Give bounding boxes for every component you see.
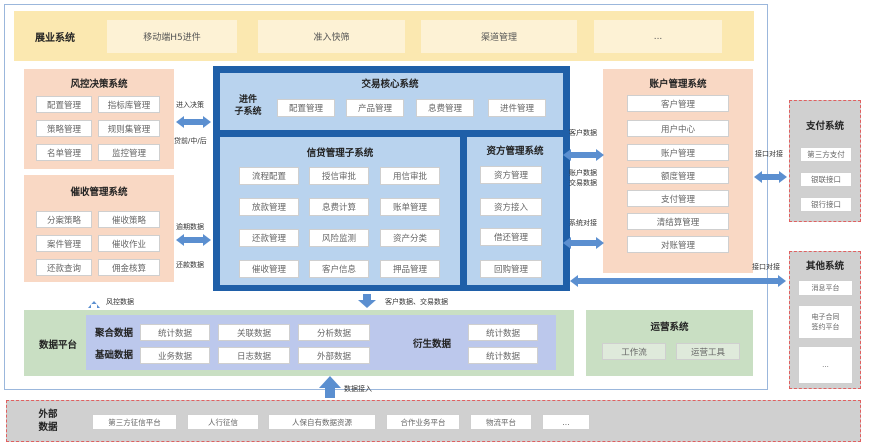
credit-item: 流程配置 <box>239 167 299 185</box>
collection-item: 催收策略 <box>98 211 160 228</box>
external-item: 物流平台 <box>470 414 532 430</box>
data-item: 关联数据 <box>218 324 290 341</box>
account-system-title: 账户管理系统 <box>649 79 707 90</box>
label-before-mid-after: 贷前/中/后 <box>174 137 207 145</box>
business-system-title: 展业系统 <box>35 32 75 44</box>
label-interface-connect-other: 接口对接 <box>752 263 780 271</box>
risk-item: 指标库管理 <box>98 96 160 113</box>
ops-system-title: 运营系统 <box>650 322 689 333</box>
other-item: ... <box>798 346 853 384</box>
label-data-access: 数据接入 <box>344 385 372 393</box>
external-item: 合作业务平台 <box>386 414 460 430</box>
payment-item: 第三方支付 <box>800 147 852 162</box>
label-customer-trade-data: 客户数据、交易数据 <box>385 298 448 306</box>
fund-item: 借还管理 <box>480 228 542 246</box>
credit-item: 放款管理 <box>239 198 299 216</box>
external-item: 人保自有数据资源 <box>268 414 376 430</box>
risk-item: 策略管理 <box>36 120 92 137</box>
label-customer-data: 客户数据 <box>569 129 597 137</box>
payment-item: 银行接口 <box>800 197 852 212</box>
collection-item: 案件管理 <box>36 235 92 252</box>
business-item: 移动端H5进件 <box>107 20 237 53</box>
label-entry-decision: 进入决策 <box>176 101 204 109</box>
data-item: 外部数据 <box>298 347 370 364</box>
business-item: ... <box>594 20 722 53</box>
credit-item: 息费计算 <box>309 198 369 216</box>
fund-item: 资方管理 <box>480 166 542 184</box>
credit-item: 用信审批 <box>380 167 440 185</box>
account-item: 对账管理 <box>627 236 729 253</box>
collection-item: 还款查询 <box>36 259 92 276</box>
business-item: 准入快筛 <box>258 20 405 53</box>
derived-item: 统计数据 <box>468 324 538 341</box>
credit-item: 授信审批 <box>309 167 369 185</box>
derived-item: 统计数据 <box>468 347 538 364</box>
credit-item: 风险监测 <box>309 229 369 247</box>
ops-item: 运营工具 <box>676 343 740 360</box>
label-system-connect: 系统对接 <box>569 219 597 227</box>
label-interface-connect-payment: 接口对接 <box>755 150 783 158</box>
credit-item: 还款管理 <box>239 229 299 247</box>
entry-subsystem-label: 进件 子系统 <box>234 95 262 117</box>
business-item: 渠道管理 <box>421 20 577 53</box>
payment-item: 银联接口 <box>800 172 852 187</box>
collection-item: 佣金核算 <box>98 259 160 276</box>
label-repay-data: 还款数据 <box>176 261 204 269</box>
entry-item: 进件管理 <box>488 99 546 117</box>
other-item: 消息平台 <box>798 280 853 296</box>
account-item: 客户管理 <box>627 95 729 112</box>
risk-item: 配置管理 <box>36 96 92 113</box>
data-item: 业务数据 <box>140 347 210 364</box>
label-overdue-data: 逾期数据 <box>176 223 204 231</box>
external-item: 第三方征信平台 <box>92 414 177 430</box>
derived-data-label: 衍生数据 <box>412 339 451 350</box>
risk-item: 名单管理 <box>36 144 92 161</box>
account-item: 账户管理 <box>627 144 729 161</box>
data-platform-title: 数据平台 <box>38 340 77 351</box>
account-item: 用户中心 <box>627 120 729 137</box>
other-system-title: 其他系统 <box>805 261 844 272</box>
entry-item: 配置管理 <box>277 99 335 117</box>
core-system-title: 交易核心系统 <box>361 79 419 90</box>
label-account-trade-data: 账户数据 交易数据 <box>569 169 597 187</box>
data-item: 日志数据 <box>218 347 290 364</box>
entry-item: 息费管理 <box>416 99 474 117</box>
credit-item: 资产分类 <box>380 229 440 247</box>
label-risk-data: 风控数据 <box>106 298 134 306</box>
payment-system-title: 支付系统 <box>805 121 844 132</box>
agg-data-label: 聚合数据 <box>94 328 133 339</box>
ops-item: 工作流 <box>602 343 666 360</box>
external-item: ... <box>542 414 590 430</box>
collection-item: 分案策略 <box>36 211 92 228</box>
credit-item: 客户信息 <box>309 260 369 278</box>
credit-item: 催收管理 <box>239 260 299 278</box>
data-item: 统计数据 <box>140 324 210 341</box>
external-data-title: 外部 数据 <box>38 409 58 433</box>
fund-item: 回购管理 <box>480 260 542 278</box>
fund-item: 资方接入 <box>480 198 542 216</box>
credit-item: 账单管理 <box>380 198 440 216</box>
data-item: 分析数据 <box>298 324 370 341</box>
credit-subsystem-title: 信贷管理子系统 <box>306 148 374 159</box>
fund-system-title: 资方管理系统 <box>486 146 544 157</box>
account-item: 支付管理 <box>627 190 729 207</box>
base-data-label: 基础数据 <box>94 350 133 361</box>
credit-item: 押品管理 <box>380 260 440 278</box>
risk-system-title: 风控决策系统 <box>70 79 128 90</box>
external-item: 人行征信 <box>187 414 259 430</box>
main-frame <box>4 4 768 390</box>
account-item: 清结算管理 <box>627 213 729 230</box>
collection-system-title: 催收管理系统 <box>70 187 128 198</box>
risk-item: 监控管理 <box>98 144 160 161</box>
collection-item: 催收作业 <box>98 235 160 252</box>
entry-item: 产品管理 <box>346 99 404 117</box>
risk-item: 规则集管理 <box>98 120 160 137</box>
account-item: 额度管理 <box>627 167 729 184</box>
other-item: 电子合同 签约平台 <box>798 305 853 339</box>
